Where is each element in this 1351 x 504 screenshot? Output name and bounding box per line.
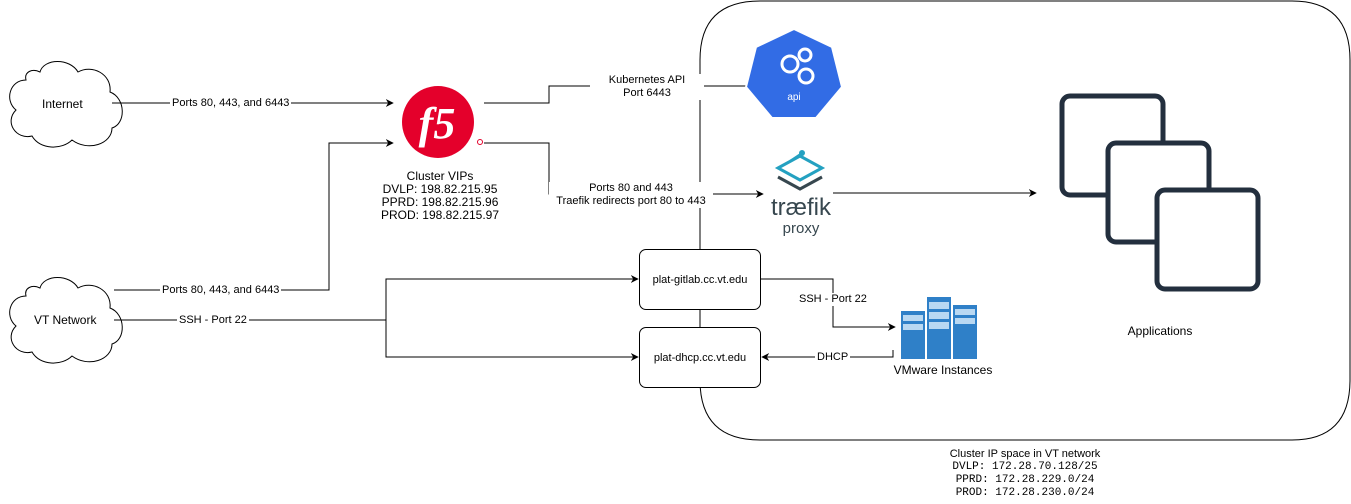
edge-vt-ssh-dhcp bbox=[385, 320, 639, 361]
cluster-ip-prod: PROD: 172.28.230.0/24 bbox=[955, 487, 1095, 499]
cluster-vip-dvlp: DVLP: 198.82.215.95 bbox=[382, 182, 498, 196]
server-rack-icon bbox=[901, 297, 977, 359]
gitlab-node[interactable]: plat-gitlab.cc.vt.edu bbox=[639, 249, 761, 310]
cluster-ip-dvlp: DVLP: 172.28.70.128/25 bbox=[952, 461, 1098, 473]
svg-text:f5: f5 bbox=[419, 99, 456, 148]
traefik-ports-line-1: Ports 80 and 443 bbox=[589, 182, 673, 194]
traefik-name: træfik bbox=[771, 194, 831, 221]
traefik-ports-line-2: Traefik redirects port 80 to 443 bbox=[556, 195, 706, 207]
cluster-ip-pprd: PPRD: 172.28.229.0/24 bbox=[955, 474, 1095, 486]
edge-label-gitlab-vmware: SSH - Port 22 bbox=[797, 293, 869, 306]
edge-label-vt-f5: Ports 80, 443, and 6443 bbox=[160, 284, 282, 297]
dhcp-node[interactable]: plat-dhcp.cc.vt.edu bbox=[639, 327, 761, 388]
applications-label: Applications bbox=[1127, 324, 1193, 338]
edge-vt-ssh-gitlab bbox=[114, 275, 639, 321]
k8s-api-icon-label: api bbox=[787, 92, 801, 103]
edge-label-k8s-api: Kubernetes API Port 6443 bbox=[590, 74, 704, 100]
vmware-label: VMware Instances bbox=[893, 363, 993, 377]
k8s-api-line-2: Port 6443 bbox=[623, 87, 671, 99]
vt-network-cloud-icon bbox=[9, 277, 123, 364]
edge-label-internet-f5: Ports 80, 443, and 6443 bbox=[170, 97, 292, 110]
cluster-ip-space: Cluster IP space in VT network DVLP: 172… bbox=[920, 447, 1130, 500]
cluster-boundary bbox=[699, 0, 1351, 441]
cluster-vip-prod: PROD: 198.82.215.97 bbox=[380, 208, 500, 222]
edge-label-vt-ssh: SSH - Port 22 bbox=[177, 314, 249, 327]
internet-label: Internet bbox=[42, 97, 83, 111]
applications-icon bbox=[1059, 93, 1261, 292]
f5-logo-icon: f5 bbox=[402, 86, 483, 158]
edge-vt-f5 bbox=[114, 139, 394, 291]
cluster-vip-pprd: PPRD: 198.82.215.96 bbox=[381, 195, 499, 209]
traefik-icon bbox=[774, 150, 826, 191]
internet-cloud-icon bbox=[9, 61, 123, 148]
edge-vmware-dhcp bbox=[761, 350, 894, 361]
cluster-vips-title: Cluster VIPs bbox=[406, 169, 474, 183]
edge-label-vmware-dhcp: DHCP bbox=[815, 351, 851, 364]
k8s-api-line-1: Kubernetes API bbox=[608, 74, 686, 86]
edge-label-traefik-ports: Ports 80 and 443 Traefik redirects port … bbox=[549, 182, 713, 208]
cluster-ip-title: Cluster IP space in VT network bbox=[949, 448, 1101, 460]
vt-network-label: VT Network bbox=[34, 313, 97, 327]
cluster-vips: Cluster VIPs DVLP: 198.82.215.95 PPRD: 1… bbox=[370, 170, 510, 222]
kubernetes-api-icon bbox=[744, 27, 844, 119]
traefik-subtitle: proxy bbox=[782, 220, 820, 237]
